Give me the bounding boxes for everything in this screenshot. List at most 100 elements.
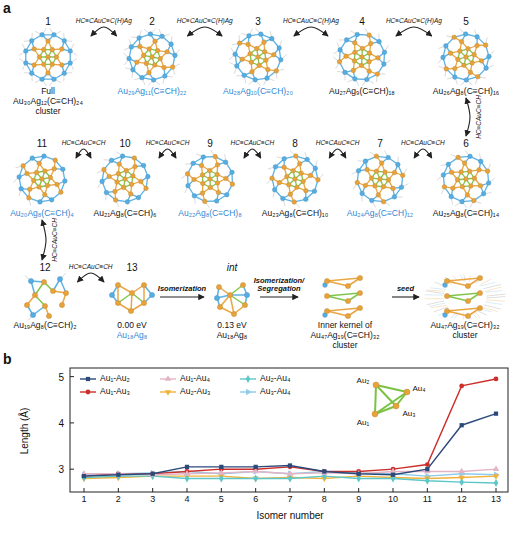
atom bbox=[62, 38, 67, 43]
tick-label: 6 bbox=[253, 495, 258, 505]
atom bbox=[337, 59, 342, 64]
series-marker bbox=[460, 423, 464, 427]
cluster-illustration bbox=[24, 273, 68, 320]
atom bbox=[374, 169, 379, 174]
formula-label: Au₂₂Ag₈(C≡CH)₈ bbox=[177, 208, 243, 218]
atom bbox=[368, 41, 373, 46]
atom bbox=[477, 168, 482, 173]
atom bbox=[248, 52, 253, 57]
tick-mark bbox=[84, 488, 85, 492]
legend-marker bbox=[246, 375, 251, 383]
atom bbox=[225, 192, 230, 197]
atom bbox=[441, 55, 446, 60]
atom bbox=[279, 58, 284, 63]
atom bbox=[40, 77, 45, 82]
atom bbox=[52, 166, 57, 171]
isomer-number: 5 bbox=[433, 16, 499, 28]
series-marker bbox=[82, 474, 86, 478]
atom bbox=[478, 159, 483, 164]
atom bbox=[200, 173, 205, 178]
formula-label: Au₁₉Ag₈(C≡CH)₂ bbox=[14, 320, 77, 330]
atom bbox=[469, 184, 474, 189]
atom bbox=[274, 69, 279, 74]
atom bbox=[285, 174, 290, 179]
atom bbox=[472, 176, 477, 181]
atom-label: Au₄ bbox=[412, 385, 425, 394]
series-marker bbox=[218, 469, 224, 475]
atom bbox=[441, 173, 446, 178]
tick-label: 3 bbox=[58, 464, 64, 475]
atom bbox=[63, 179, 68, 184]
bond bbox=[376, 385, 407, 392]
atom bbox=[464, 78, 469, 83]
atom bbox=[291, 168, 296, 173]
cluster-area bbox=[433, 28, 499, 86]
atom bbox=[256, 55, 261, 60]
atom bbox=[32, 47, 37, 52]
atom bbox=[116, 171, 121, 176]
atom bbox=[258, 32, 263, 37]
atom bbox=[446, 162, 451, 167]
atom bbox=[468, 70, 473, 75]
reaction-arrow bbox=[466, 98, 470, 136]
series-marker bbox=[355, 470, 361, 476]
cluster-illustration bbox=[14, 154, 68, 205]
reagent-label: HC≡CAuC≡CH bbox=[316, 139, 360, 147]
atom bbox=[250, 70, 255, 75]
bond bbox=[375, 385, 376, 414]
tick-mark bbox=[70, 469, 74, 470]
legend-marker bbox=[86, 390, 91, 395]
atom bbox=[477, 290, 482, 295]
reagent-label: HC≡CAuC≡C(H)Ag bbox=[283, 17, 339, 25]
atom bbox=[313, 166, 318, 171]
atom bbox=[40, 177, 45, 182]
atom bbox=[452, 35, 457, 40]
atom bbox=[301, 179, 306, 184]
bond bbox=[486, 291, 502, 293]
legend-marker bbox=[165, 375, 171, 381]
cluster-isomer: 11Au₂₀Ag₈(C≡CH)₄ bbox=[9, 138, 75, 218]
atom bbox=[277, 46, 282, 51]
series-marker bbox=[288, 463, 292, 467]
atom bbox=[129, 182, 134, 187]
atom bbox=[324, 308, 329, 313]
atom bbox=[153, 39, 158, 44]
atom bbox=[41, 62, 46, 67]
series-marker bbox=[425, 467, 429, 471]
reagent-label: HC≡CAuC≡C(H)Ag bbox=[76, 17, 132, 25]
atom bbox=[32, 63, 37, 68]
atom bbox=[475, 43, 480, 48]
atom bbox=[247, 34, 252, 39]
atom bbox=[293, 177, 298, 182]
atom bbox=[262, 40, 267, 45]
atom bbox=[249, 60, 254, 65]
reagent-label: HC≡CAuC≡CH bbox=[51, 218, 59, 262]
atom bbox=[240, 282, 245, 287]
atom bbox=[109, 292, 114, 297]
atom bbox=[295, 185, 300, 190]
atom bbox=[102, 167, 107, 172]
series-marker bbox=[82, 474, 87, 482]
cluster-area bbox=[420, 274, 510, 320]
atom bbox=[453, 66, 458, 71]
atom bbox=[155, 48, 160, 53]
atom bbox=[373, 382, 379, 388]
spacer bbox=[299, 262, 391, 274]
bond bbox=[427, 301, 443, 304]
tick-label: 12 bbox=[457, 495, 467, 505]
legend-text: Au₁-Au₃ bbox=[100, 387, 130, 396]
atom bbox=[244, 292, 249, 297]
atom bbox=[201, 155, 206, 160]
atom bbox=[464, 177, 469, 182]
cluster-isomer: 10Au₂₁Ag₈(C≡CH)₆ bbox=[92, 138, 158, 218]
atom bbox=[52, 32, 57, 37]
atom bbox=[17, 175, 22, 180]
atom bbox=[324, 293, 329, 298]
atom bbox=[379, 161, 384, 166]
atom bbox=[465, 283, 470, 288]
atom bbox=[224, 176, 229, 181]
atom bbox=[113, 189, 118, 194]
atom bbox=[50, 62, 55, 67]
atom bbox=[444, 278, 449, 283]
atom bbox=[345, 298, 350, 303]
